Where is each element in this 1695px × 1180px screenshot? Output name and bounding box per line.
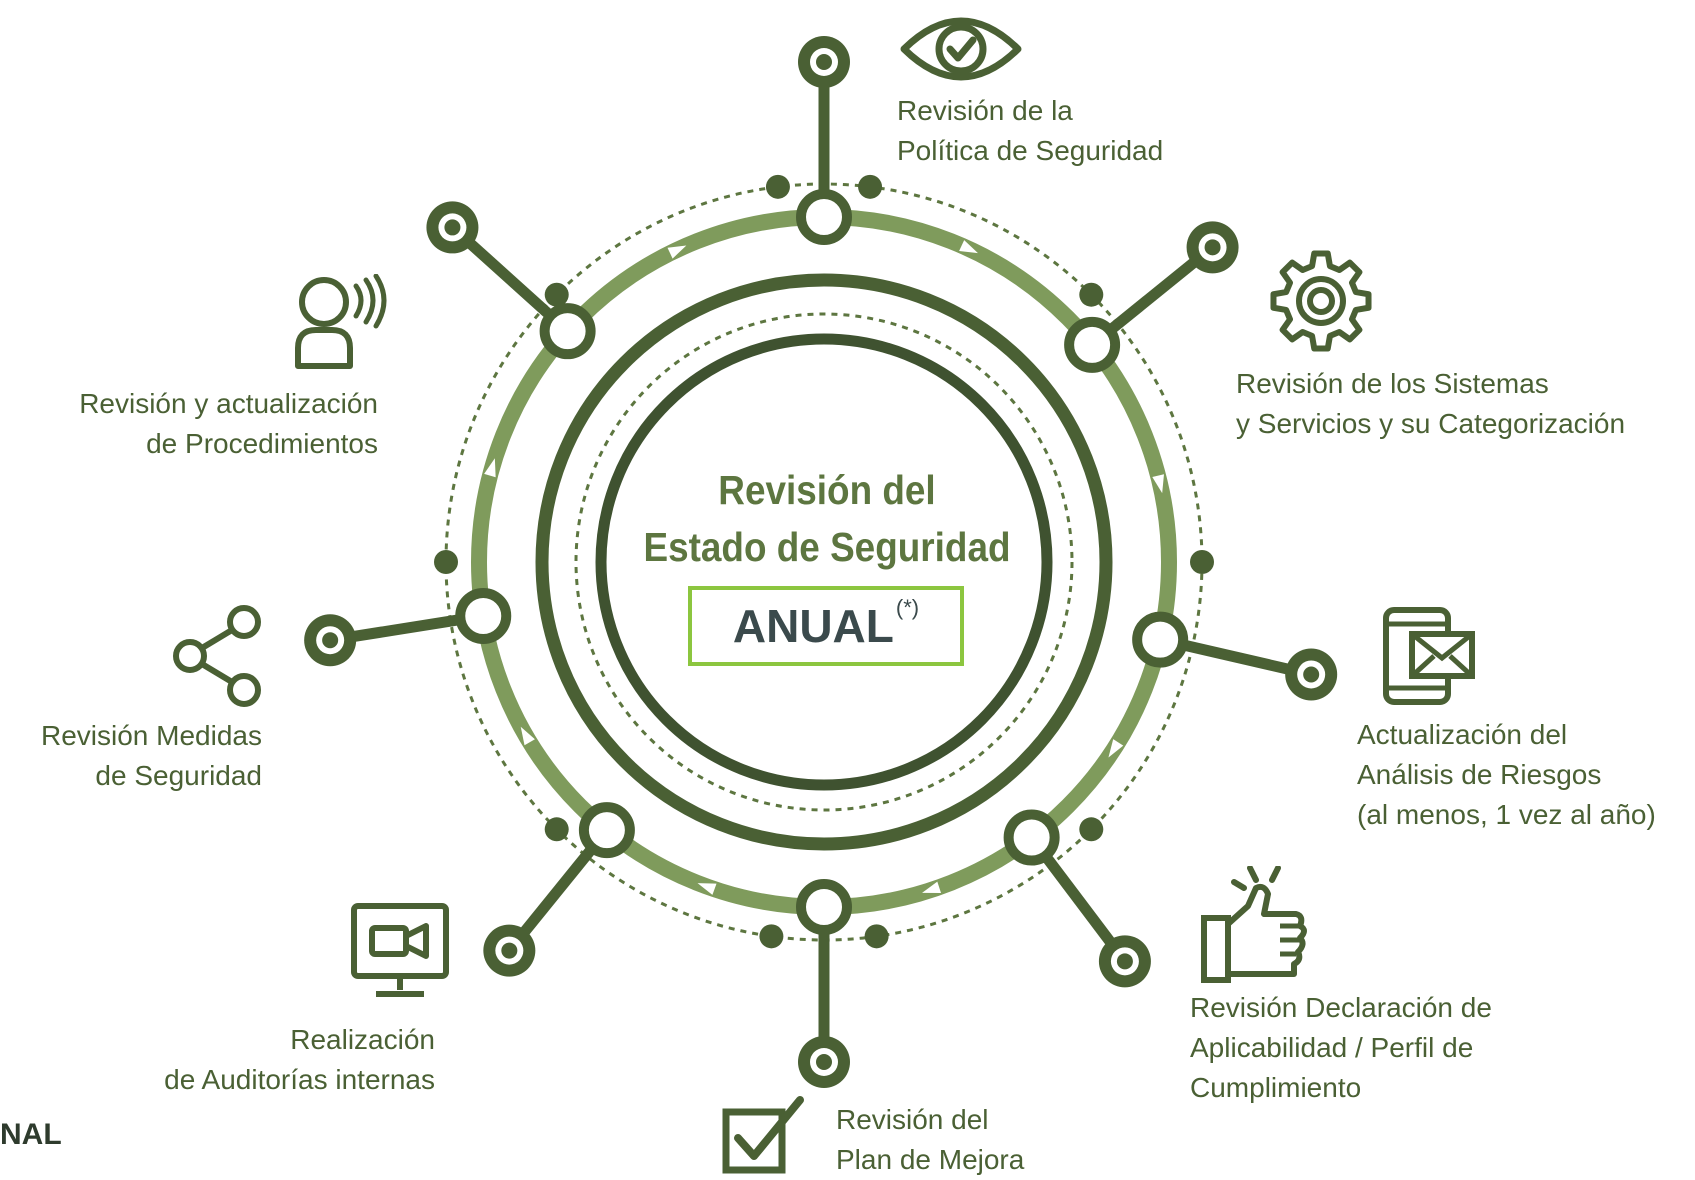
label-medidas: Revisión Medidas de Seguridad xyxy=(41,716,262,796)
label-politica-line2: Política de Seguridad xyxy=(897,135,1164,166)
inner-dotted-ring xyxy=(574,312,1074,812)
badge-label: ANUAL xyxy=(732,600,894,652)
label-aplicabilidad-line2: Aplicabilidad / Perfil de xyxy=(1190,1032,1474,1063)
center-title-line1: Revisión del xyxy=(718,467,936,513)
end-node-center xyxy=(1303,666,1320,683)
center-title-line2: Estado de Seguridad xyxy=(643,524,1011,570)
label-procedimientos-line1: Revisión y actualización xyxy=(79,388,378,419)
label-plan-mejora-line1: Revisión del xyxy=(836,1104,989,1135)
center-title: Revisión del Estado de Seguridad xyxy=(599,462,1054,576)
ring-node xyxy=(1132,611,1189,668)
cycle-arrow xyxy=(697,883,717,895)
label-auditorias-line1: Realización xyxy=(290,1024,435,1055)
label-riesgos-line2: Análisis de Riesgos xyxy=(1357,759,1602,790)
person-speaking-icon xyxy=(295,274,387,369)
cycle-arrows xyxy=(484,240,1164,895)
spoke-3 xyxy=(1132,611,1338,701)
label-plan-mejora-line2: Plan de Mejora xyxy=(836,1144,1025,1175)
ring-node xyxy=(796,879,852,935)
ring-dot xyxy=(765,174,790,199)
ring-node xyxy=(1064,316,1121,373)
monitor-video-icon xyxy=(351,903,449,997)
middle-ring xyxy=(535,273,1113,851)
label-sistemas: Revisión de los Sistemas y Servicios y s… xyxy=(1236,364,1625,444)
end-node-center xyxy=(322,632,339,649)
end-node-center xyxy=(444,219,461,236)
label-medidas-line2: de Seguridad xyxy=(95,760,262,791)
label-sistemas-line2: y Servicios y su Categorización xyxy=(1236,408,1626,439)
spoke-5 xyxy=(796,879,852,1088)
label-aplicabilidad: Revisión Declaración de Aplicabilidad / … xyxy=(1190,988,1492,1108)
label-riesgos: Actualización del Análisis de Riesgos (a… xyxy=(1357,715,1656,835)
ring-dots xyxy=(434,174,1214,949)
end-node-center xyxy=(816,54,832,70)
inner-ring xyxy=(595,333,1053,791)
label-riesgos-line3: (al menos, 1 vez al año) xyxy=(1357,799,1656,830)
mobile-mail-icon xyxy=(1383,607,1475,705)
label-procedimientos-line2: de Procedimientos xyxy=(146,428,378,459)
spoke-6 xyxy=(483,802,635,977)
label-sistemas-line1: Revisión de los Sistemas xyxy=(1236,368,1549,399)
cycle-arrow xyxy=(1152,474,1164,494)
label-politica: Revisión de la Política de Seguridad xyxy=(897,91,1163,171)
cycle-arrow xyxy=(959,240,978,254)
cycle-arrow xyxy=(1108,739,1124,758)
ring-dot xyxy=(1079,282,1104,307)
ring-dot xyxy=(1079,817,1104,842)
label-aplicabilidad-line3: Cumplimiento xyxy=(1190,1072,1362,1103)
end-node-center xyxy=(816,1054,832,1070)
end-node-center xyxy=(501,942,518,959)
ring-node xyxy=(455,587,512,644)
cycle-arrow xyxy=(922,881,942,894)
cycle-arrow xyxy=(520,726,535,746)
ring-dot xyxy=(864,924,889,949)
spoke-1 xyxy=(796,36,852,245)
label-politica-line1: Revisión de la xyxy=(897,95,1073,126)
spoke-4 xyxy=(1003,809,1151,988)
spoke-2 xyxy=(1064,221,1239,373)
spoke-8 xyxy=(426,201,596,360)
label-auditorias: Realización de Auditorías internas xyxy=(164,1020,435,1100)
ring-node xyxy=(1003,809,1060,866)
ring-dot xyxy=(759,924,784,949)
corner-text: NAL xyxy=(0,1118,62,1151)
ring-dot xyxy=(434,550,458,574)
label-aplicabilidad-line1: Revisión Declaración de xyxy=(1190,992,1492,1023)
frequency-badge: ANUAL (*) xyxy=(688,586,964,666)
label-riesgos-line1: Actualización del xyxy=(1357,719,1568,750)
ring-dot xyxy=(544,282,569,307)
cycle-arrow xyxy=(667,245,687,259)
label-procedimientos: Revisión y actualización de Procedimient… xyxy=(79,384,378,464)
cycle-arrow xyxy=(484,458,496,478)
badge-note: (*) xyxy=(895,595,920,620)
end-node-center xyxy=(1204,239,1221,256)
spokes xyxy=(304,36,1338,1088)
checkbox-icon xyxy=(722,1096,804,1174)
label-plan-mejora: Revisión del Plan de Mejora xyxy=(836,1100,1024,1180)
thumbs-up-icon xyxy=(1201,866,1307,983)
eye-check-icon xyxy=(900,17,1022,81)
label-medidas-line1: Revisión Medidas xyxy=(41,720,262,751)
gear-outline xyxy=(1270,250,1372,352)
ring-node xyxy=(539,303,596,360)
ring-dot xyxy=(858,174,883,199)
ring-node xyxy=(796,189,852,245)
ring-dot xyxy=(544,817,569,842)
end-node-center xyxy=(1116,953,1133,970)
spoke-7 xyxy=(304,587,512,667)
label-auditorias-line2: de Auditorías internas xyxy=(164,1064,435,1095)
ring-dot xyxy=(1190,550,1214,574)
gear-icon xyxy=(1270,250,1372,352)
ring-node xyxy=(578,802,635,859)
share-icon xyxy=(173,605,261,707)
